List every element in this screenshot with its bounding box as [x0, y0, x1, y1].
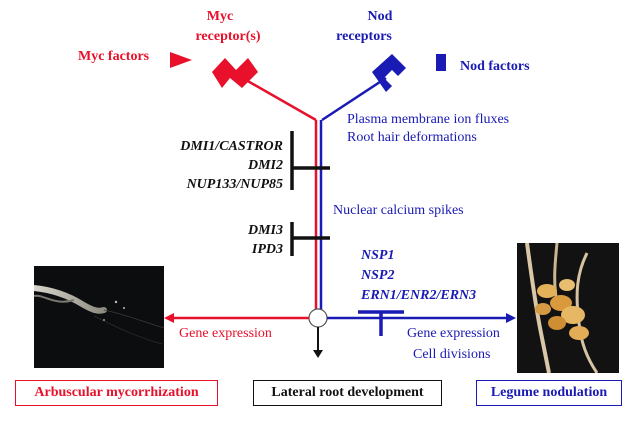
myc-receptor-arm [245, 78, 317, 122]
gene-ipd3: IPD3 [251, 242, 283, 257]
nod-receptor-label-line2: receptors [336, 29, 392, 44]
myc-receptor-label-line1: Myc [207, 9, 233, 24]
myc-factors-label: Myc factors [78, 49, 150, 64]
myc-receptor-shape [212, 58, 258, 88]
gene-nup133-nup85: NUP133/NUP85 [186, 177, 283, 192]
nod-factor-shape [436, 54, 446, 71]
nodulation-root-photo [517, 243, 619, 373]
plasma-membrane-label: Plasma membrane ion fluxes [347, 112, 509, 127]
lateral-root-development-box: Lateral root development [253, 380, 442, 406]
nod-receptor-label-line1: Nod [368, 9, 393, 24]
nod-output-arrowhead [506, 313, 516, 323]
gene-ern1-enr2-ern3: ERN1/ENR2/ERN3 [360, 288, 476, 303]
mycorrhiza-root-photo [34, 266, 164, 368]
gene-dmi1-castror: DMI1/CASTROR [179, 139, 283, 154]
nod-receptor-shape [372, 54, 406, 92]
nod-gene-expression-label: Gene expression [407, 326, 500, 341]
legume-nodulation-label: Legume nodulation [490, 385, 608, 400]
myc-output-arrowhead [164, 313, 174, 323]
legume-nodulation-box: Legume nodulation [476, 380, 622, 406]
gene-nsp2: NSP2 [360, 268, 394, 283]
root-hair-label: Root hair deformations [347, 130, 477, 145]
lateral-root-development-label: Lateral root development [271, 385, 424, 400]
arbuscular-mycorrhization-label: Arbuscular mycorrhization [34, 385, 199, 400]
branch-node [308, 308, 328, 328]
mycorrhiza-root-photo-art [34, 285, 164, 345]
myc-gene-expression-label: Gene expression [179, 326, 272, 341]
nod-cell-divisions-label: Cell divisions [413, 347, 490, 362]
nod-factors-label: Nod factors [460, 59, 530, 74]
gene-nsp1: NSP1 [360, 248, 394, 263]
arbuscular-mycorrhization-box: Arbuscular mycorrhization [15, 380, 218, 406]
nodulation-root-photo-art [525, 243, 599, 373]
gene-dmi3: DMI3 [247, 223, 283, 238]
myc-factor-shape [170, 52, 192, 68]
nod-receptor-arm [321, 76, 387, 122]
myc-receptor-label-line2: receptor(s) [195, 29, 260, 44]
lateral-root-arrowhead [313, 350, 323, 358]
gene-dmi2: DMI2 [247, 158, 283, 173]
calcium-label: Nuclear calcium spikes [333, 203, 464, 218]
